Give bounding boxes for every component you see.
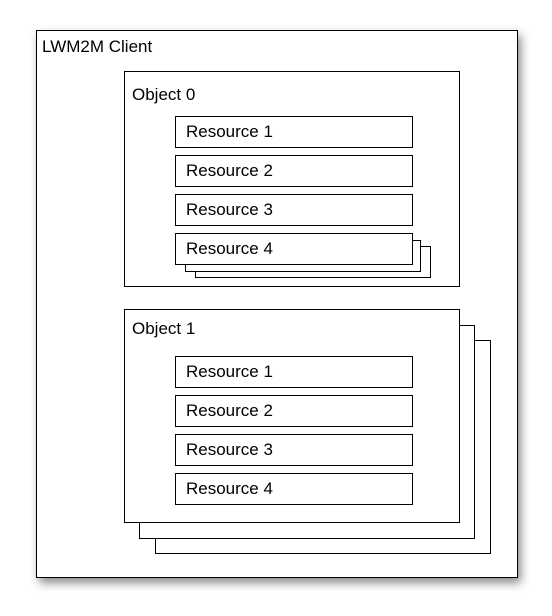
resource-label: Resource 1 (186, 122, 273, 141)
object-1-resource-3: Resource 3 (175, 434, 413, 466)
resource-label: Resource 3 (186, 440, 273, 459)
resource-label: Resource 4 (186, 239, 273, 258)
object-1-resource-2: Resource 2 (175, 395, 413, 427)
resource-label: Resource 4 (186, 479, 273, 498)
resource-label: Resource 3 (186, 200, 273, 219)
object-1-resource-1: Resource 1 (175, 356, 413, 388)
resource-label: Resource 2 (186, 401, 273, 420)
object-1-resource-4: Resource 4 (175, 473, 413, 505)
object-0-label: Object 0 (132, 85, 196, 104)
client-label: LWM2M Client (42, 37, 153, 56)
object-0-resource-2: Resource 2 (175, 155, 413, 187)
object-0-resource-4: Resource 4 (175, 233, 413, 265)
resource-label: Resource 2 (186, 161, 273, 180)
resource-label: Resource 1 (186, 362, 273, 381)
object-0-resource-1: Resource 1 (175, 116, 413, 148)
object-1-label: Object 1 (132, 319, 196, 338)
object-0-resource-3: Resource 3 (175, 194, 413, 226)
